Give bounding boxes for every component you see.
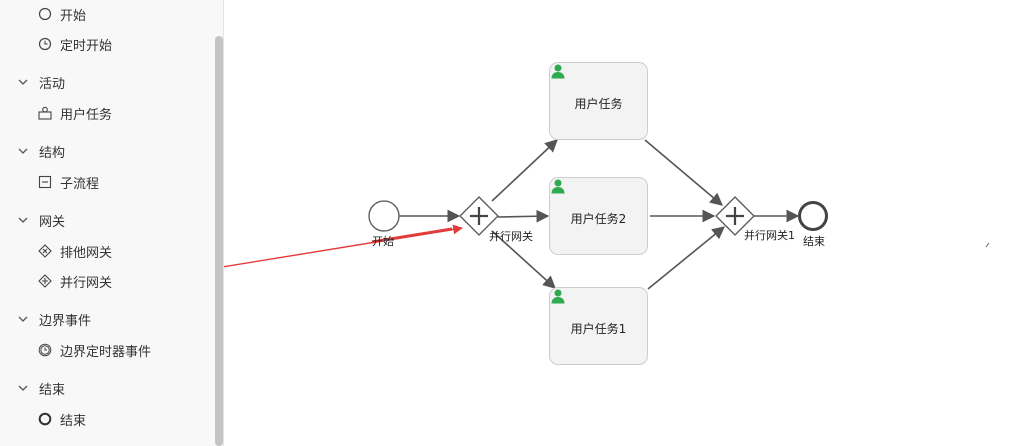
parallel-gateway-1[interactable] xyxy=(459,196,499,236)
palette-item-label: 并行网关 xyxy=(60,275,113,291)
parallel-gateway-2[interactable] xyxy=(715,196,755,236)
diagram-edges xyxy=(224,139,990,290)
edge-gateway-to-task-middle[interactable] xyxy=(497,209,550,223)
timer-icon xyxy=(38,343,52,357)
chevron-down-icon xyxy=(18,79,28,85)
palette-item-label: 边界定时器事件 xyxy=(60,344,152,360)
palette-item-end[interactable]: 结束 xyxy=(38,407,86,431)
palette-item-label: 开始 xyxy=(60,8,87,24)
palette-item-timer-start[interactable]: 定时开始 xyxy=(38,32,112,56)
end-circle-icon xyxy=(38,412,52,426)
palette-sidebar: 开始 定时开始 活动 用户任务 结构 子流程 网关 排他网关 并行网关 边界事件 xyxy=(0,0,224,446)
gateway-1-label: 并行网关 xyxy=(489,230,533,243)
edge-task-top-to-gateway2[interactable] xyxy=(644,139,723,206)
annotation-arrow-thick xyxy=(371,227,453,244)
circle-outline-icon xyxy=(38,7,52,21)
palette-item-exclusive-gateway[interactable]: 排他网关 xyxy=(38,239,112,263)
palette-item-label: 排他网关 xyxy=(60,245,113,261)
edge-gateway-to-task-top[interactable] xyxy=(491,139,558,202)
stray-mark xyxy=(985,242,990,248)
user-task-bottom[interactable]: 用户任务1 xyxy=(549,287,648,365)
palette-group-label: 边界事件 xyxy=(39,313,92,329)
end-event[interactable] xyxy=(798,201,828,231)
user-icon xyxy=(551,179,565,194)
end-event-label: 结束 xyxy=(803,235,825,248)
palette-group-label: 网关 xyxy=(39,214,66,230)
palette-item-parallel-gateway[interactable]: 并行网关 xyxy=(38,269,112,293)
user-task-middle[interactable]: 用户任务2 xyxy=(549,177,648,255)
chevron-down-icon xyxy=(18,316,28,322)
diagram-canvas[interactable]: 用户任务 用户任务2 用户任务1 开始 并行网关 并行网关1 结束 xyxy=(224,0,1020,446)
parallel-gateway-icon xyxy=(38,274,52,288)
palette-item-label: 结束 xyxy=(60,413,87,429)
user-icon xyxy=(551,289,565,304)
palette-item-start[interactable]: 开始 xyxy=(38,2,86,26)
chevron-down-icon xyxy=(18,148,28,154)
palette-group-label: 结构 xyxy=(39,145,66,161)
subprocess-icon xyxy=(38,175,52,189)
palette-group-gateway[interactable]: 网关 xyxy=(18,208,65,232)
edge-gateway-to-task-bottom[interactable] xyxy=(491,230,556,289)
palette-item-user-task[interactable]: 用户任务 xyxy=(38,101,112,125)
user-icon xyxy=(551,64,565,79)
palette-group-label: 结束 xyxy=(39,382,66,398)
chevron-down-icon xyxy=(18,217,28,223)
palette-item-label: 子流程 xyxy=(60,176,100,192)
gateway-2-label: 并行网关1 xyxy=(744,229,795,242)
task-label: 用户任务2 xyxy=(570,212,627,226)
palette-group-label: 活动 xyxy=(39,76,66,92)
clock-icon xyxy=(38,37,52,51)
palette-item-label: 定时开始 xyxy=(60,38,113,54)
sidebar-scrollbar-thumb[interactable] xyxy=(215,36,223,446)
annotation-arrow xyxy=(224,224,463,268)
exclusive-gateway-icon xyxy=(38,244,52,258)
user-task-icon xyxy=(38,106,52,120)
start-event[interactable] xyxy=(368,200,400,232)
edge-task-bottom-to-gateway2[interactable] xyxy=(647,226,725,290)
palette-group-boundary-event[interactable]: 边界事件 xyxy=(18,307,91,331)
palette-item-subprocess[interactable]: 子流程 xyxy=(38,170,99,194)
palette-group-activity[interactable]: 活动 xyxy=(18,70,65,94)
palette-item-label: 用户任务 xyxy=(60,107,113,123)
task-label: 用户任务 xyxy=(574,97,623,111)
user-task-top[interactable]: 用户任务 xyxy=(549,62,648,140)
task-label: 用户任务1 xyxy=(570,322,627,336)
palette-group-end[interactable]: 结束 xyxy=(18,376,65,400)
start-event-label: 开始 xyxy=(372,235,394,248)
palette-group-structure[interactable]: 结构 xyxy=(18,139,65,163)
chevron-down-icon xyxy=(18,385,28,391)
palette-item-boundary-timer[interactable]: 边界定时器事件 xyxy=(38,338,151,362)
